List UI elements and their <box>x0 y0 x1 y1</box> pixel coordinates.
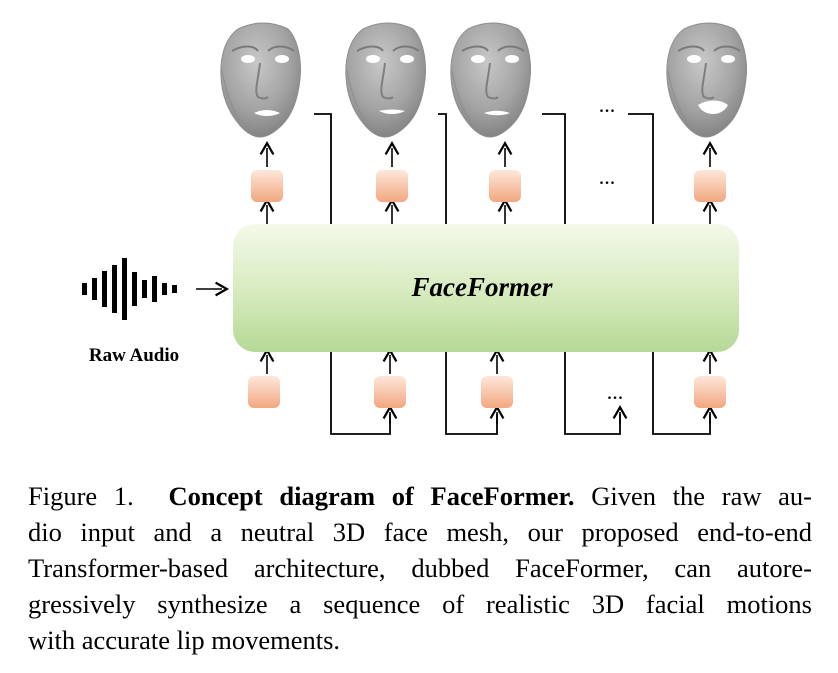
ellipsis-tokens-top: ... <box>599 164 616 189</box>
caption-text-1: Given the raw au- <box>591 481 812 511</box>
face-2-left-eye <box>366 55 380 63</box>
input-token-n <box>694 376 726 408</box>
ellipsis-faces: ... <box>599 92 616 117</box>
output-face-n <box>665 22 748 138</box>
audio-waveform-icon <box>82 258 177 320</box>
caption-line-5: with accurate lip movements. <box>28 625 341 655</box>
face-n-right-eye <box>721 55 735 63</box>
input-tokens <box>248 376 726 408</box>
output-face-2 <box>344 22 427 138</box>
ellipsis-tokens-bottom: ... <box>607 379 624 404</box>
face-n-left-eye <box>687 55 701 63</box>
faceformer-block <box>233 224 739 352</box>
face-2-mouth <box>379 109 405 114</box>
input-token-1 <box>248 376 280 408</box>
caption-line-3: Transformer-based architecture, dubbed F… <box>28 553 812 583</box>
raw-audio-label: Raw Audio <box>89 345 179 366</box>
wire-top-1 <box>314 113 332 224</box>
figure-label: Figure 1. <box>28 481 134 511</box>
input-token-3 <box>481 376 513 408</box>
output-token-n <box>694 170 726 202</box>
output-face-1 <box>219 22 302 138</box>
wire-top-4 <box>628 113 654 224</box>
output-token-2 <box>376 170 408 202</box>
caption-title: Concept diagram of FaceFormer. <box>168 481 575 511</box>
output-arrows <box>259 140 718 424</box>
caption-line-1: Figure 1. Concept diagram of FaceFormer.… <box>28 478 812 514</box>
output-token-3 <box>489 170 521 202</box>
caption-line-4: gressively synthesize a sequence of real… <box>28 589 812 619</box>
face-3-left-eye <box>471 55 485 63</box>
face-2-right-eye <box>400 55 414 63</box>
wire-top-2 <box>438 113 447 224</box>
face-1-mouth <box>254 110 280 116</box>
output-tokens <box>251 170 726 202</box>
face-n-mouth <box>698 100 728 114</box>
face-1-left-eye <box>241 55 255 63</box>
input-token-2 <box>374 376 406 408</box>
figure-caption: Figure 1. Concept diagram of FaceFormer.… <box>28 478 812 658</box>
output-token-1 <box>251 170 283 202</box>
faceformer-diagram: ... ... ... FaceFormer <box>82 22 748 435</box>
output-face-3 <box>449 22 532 138</box>
wire-top-3 <box>542 113 566 224</box>
caption-line-2: dio input and a neutral 3D face mesh, ou… <box>28 517 812 547</box>
face-1-right-eye <box>275 55 289 63</box>
face-3-mouth <box>484 110 510 116</box>
face-3-right-eye <box>505 55 519 63</box>
faceformer-label: FaceFormer <box>411 272 553 302</box>
